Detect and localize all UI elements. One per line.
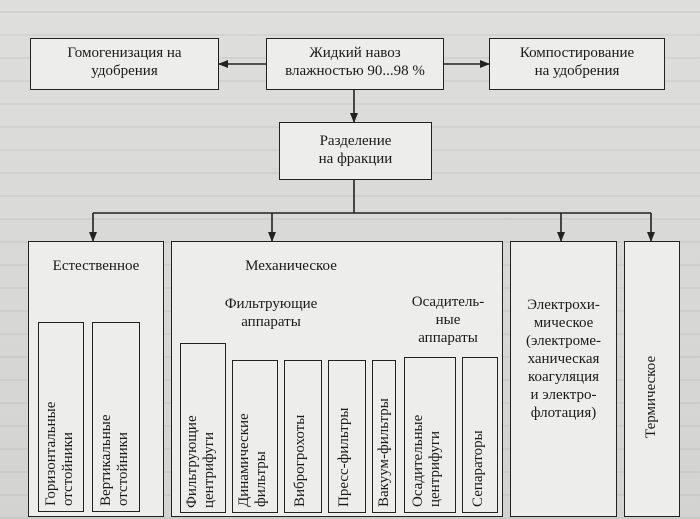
vibro-screens-box xyxy=(284,360,322,513)
split-box xyxy=(279,122,432,180)
mechanical-label: Механическое xyxy=(245,258,337,274)
vacuum-filters-box xyxy=(372,360,396,513)
liquid-manure-box xyxy=(266,38,444,90)
thermal-label: Термическое xyxy=(643,355,659,438)
horizontal-settlers-label: Горизонтальные отстойники xyxy=(43,401,76,506)
settling-devices-label: Осадитель- ные аппараты xyxy=(411,294,485,346)
composting-label: Компостирование на удобрения xyxy=(519,45,635,79)
dynamic-filters-label: Динамические фильтры xyxy=(236,413,269,507)
filter-centrifuges-box xyxy=(180,343,226,513)
liquid-manure-label: Жидкий навоз влажностью 90...98 % xyxy=(285,45,425,79)
natural-label: Естественное xyxy=(52,258,140,274)
filter-centrifuges-label: Фильтрующие центрифуги xyxy=(184,415,217,508)
separators-label: Сепараторы xyxy=(470,430,486,507)
settling-centrifuges-label: Осадительные центрифуги xyxy=(410,414,443,507)
vertical-settlers-box xyxy=(92,322,140,512)
split-label: Разделение на фракции xyxy=(318,133,393,167)
vibro-screens-label: Виброгрохоты xyxy=(292,414,308,507)
filter-devices-label: Фильтрующие аппараты xyxy=(224,296,318,330)
settling-centrifuges-box xyxy=(404,357,456,513)
horizontal-settlers-box xyxy=(38,322,84,512)
homogenization-label: Гомогенизация на удобрения xyxy=(67,45,182,79)
electrochemical-box xyxy=(510,241,617,517)
press-filters-box xyxy=(328,360,366,513)
separators-box xyxy=(462,357,498,513)
electrochemical-label: Электрохи- мическое (электроме- ханическ… xyxy=(526,297,601,421)
press-filters-label: Пресс-фильтры xyxy=(336,407,352,508)
vacuum-filters-label: Вакуум-фильтры xyxy=(376,398,392,507)
dynamic-filters-box xyxy=(232,360,278,513)
homogenization-box xyxy=(30,38,219,90)
vertical-settlers-label: Вертикальные отстойники xyxy=(98,414,131,507)
composting-box xyxy=(489,38,665,90)
thermal-box xyxy=(624,241,680,517)
